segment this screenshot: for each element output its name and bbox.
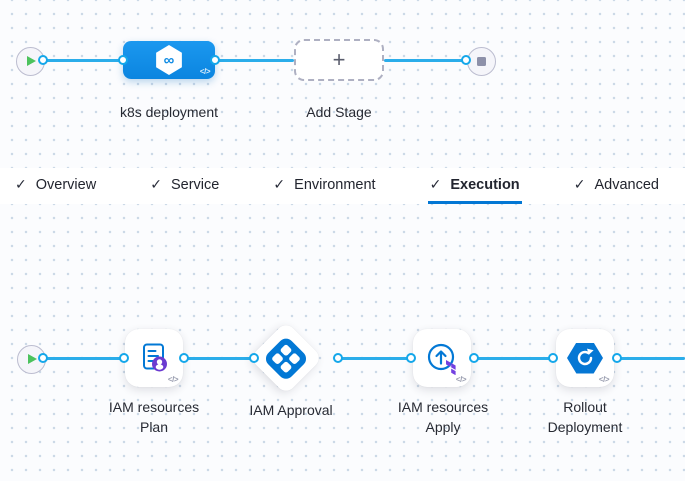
step-node-rollout-deployment[interactable]: </>	[556, 329, 614, 387]
connector-port[interactable]	[547, 352, 558, 363]
stage-node-k8s-deployment[interactable]: ∞ </>	[123, 41, 215, 79]
terraform-plan-icon	[143, 343, 167, 372]
connector-line	[338, 356, 411, 360]
play-icon	[27, 56, 36, 66]
step-label: IAM resources Plan	[108, 399, 200, 435]
connector-line	[43, 58, 123, 62]
tab-label: Environment	[294, 176, 376, 193]
connector-line	[184, 356, 254, 360]
k8s-rollout-icon	[567, 342, 603, 374]
tab-execution[interactable]: ✓ Execution	[427, 168, 522, 204]
connector-line	[384, 58, 466, 62]
stage-label: k8s deployment	[119, 104, 219, 120]
step-node-iam-resources-plan[interactable]: </>	[125, 329, 183, 387]
tab-environment[interactable]: ✓ Environment	[271, 168, 377, 204]
connector-line	[43, 356, 124, 360]
connector-port[interactable]	[405, 352, 416, 363]
pipeline-end-node	[467, 46, 496, 76]
code-view-icon: </>	[199, 67, 211, 76]
tab-service[interactable]: ✓ Service	[148, 168, 221, 204]
tab-label: Service	[170, 176, 220, 193]
step-label: IAM Approval	[249, 402, 333, 418]
connector-line	[474, 356, 553, 360]
connector-port[interactable]	[37, 352, 48, 363]
code-view-icon: </>	[167, 375, 179, 384]
add-stage-button[interactable]: +	[294, 39, 384, 81]
pipeline-infinity-icon: ∞	[163, 51, 175, 69]
tab-label: Advanced	[594, 176, 659, 193]
play-icon	[28, 354, 37, 364]
check-icon: ✓	[429, 176, 442, 192]
connector-port[interactable]	[117, 54, 128, 65]
check-icon: ✓	[573, 176, 586, 192]
tab-advanced[interactable]: ✓ Advanced	[572, 168, 661, 204]
connector-port[interactable]	[178, 352, 189, 363]
connector-port[interactable]	[461, 54, 471, 65]
step-node-iam-resources-apply[interactable]: </>	[413, 329, 471, 387]
connector-port[interactable]	[611, 352, 622, 363]
stop-icon	[477, 56, 486, 66]
connector-line	[617, 356, 685, 360]
check-icon: ✓	[273, 176, 286, 192]
tab-overview[interactable]: ✓ Overview	[13, 168, 98, 204]
connector-port[interactable]	[209, 54, 220, 65]
connector-port[interactable]	[118, 352, 129, 363]
code-view-icon: </>	[455, 375, 467, 384]
stage-graph-canvas: ∞ </> + k8s deployment Add Stage	[0, 0, 685, 168]
check-icon: ✓	[150, 176, 162, 192]
step-label: IAM resources Apply	[397, 399, 489, 435]
plus-icon: +	[332, 47, 346, 72]
connector-port[interactable]	[248, 352, 259, 363]
execution-start-node	[16, 344, 46, 374]
connector-port[interactable]	[332, 352, 343, 363]
connector-line	[215, 58, 294, 62]
terraform-apply-icon	[427, 343, 456, 375]
check-icon: ✓	[15, 176, 27, 192]
tab-label: Execution	[450, 176, 520, 193]
execution-graph-canvas: </> </>	[0, 204, 685, 481]
cd-stage-hexagon-icon: ∞	[156, 45, 182, 75]
stage-config-tabs: ✓ Overview ✓ Service ✓ Environment ✓ Exe…	[0, 168, 685, 204]
tab-label: Overview	[35, 176, 97, 193]
step-node-iam-approval[interactable]	[249, 321, 323, 395]
connector-port[interactable]	[468, 352, 479, 363]
add-stage-label: Add Stage	[306, 104, 372, 120]
harness-approval-icon	[262, 334, 310, 382]
code-view-icon: </>	[598, 375, 610, 384]
step-label: Rollout Deployment	[547, 399, 623, 435]
connector-port[interactable]	[37, 54, 48, 65]
